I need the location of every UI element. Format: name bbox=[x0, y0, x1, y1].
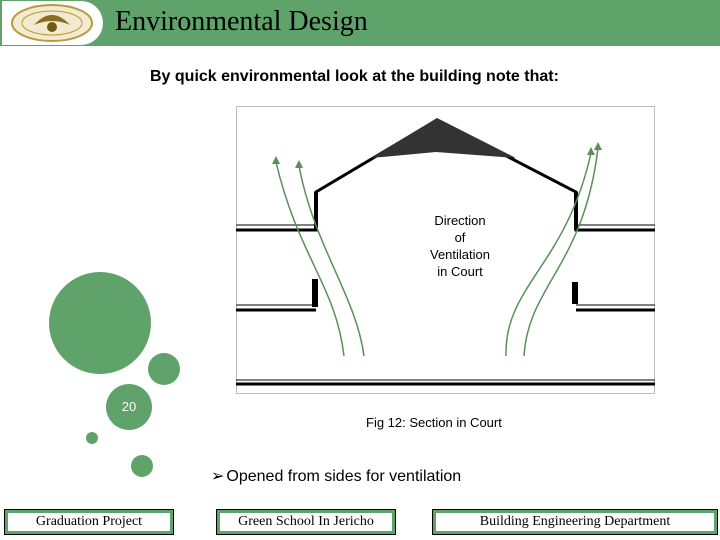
decorative-circle-small-2 bbox=[131, 455, 153, 477]
slide-subtitle: By quick environmental look at the build… bbox=[150, 68, 559, 85]
slide-title: Environmental Design bbox=[115, 6, 368, 37]
footer-center-box: Green School In Jericho bbox=[216, 509, 396, 535]
figure-caption: Fig 12: Section in Court bbox=[366, 415, 502, 430]
footer-center-text: Green School In Jericho bbox=[220, 513, 392, 531]
university-seal-icon bbox=[11, 4, 93, 42]
court-section-figure bbox=[236, 106, 655, 394]
decorative-circle-medium bbox=[148, 353, 180, 385]
logo-container bbox=[2, 1, 103, 45]
header-bar bbox=[0, 0, 720, 46]
footer-right-box: Building Engineering Department bbox=[432, 509, 718, 535]
decorative-circle-small bbox=[86, 432, 98, 444]
arrow-bullet-icon: ➢ bbox=[211, 468, 225, 485]
decorative-circle-large bbox=[49, 272, 151, 374]
bullet-text: Opened from sides for ventilation bbox=[226, 468, 462, 485]
footer-left-box: Graduation Project bbox=[4, 509, 174, 535]
footer-left-text: Graduation Project bbox=[8, 513, 170, 531]
page-number: 20 bbox=[106, 384, 152, 430]
bullet-item: ➢Opened from sides for ventilation bbox=[211, 466, 461, 486]
ventilation-direction-label: Direction of Ventilation in Court bbox=[430, 213, 490, 279]
footer-right-text: Building Engineering Department bbox=[436, 513, 714, 531]
